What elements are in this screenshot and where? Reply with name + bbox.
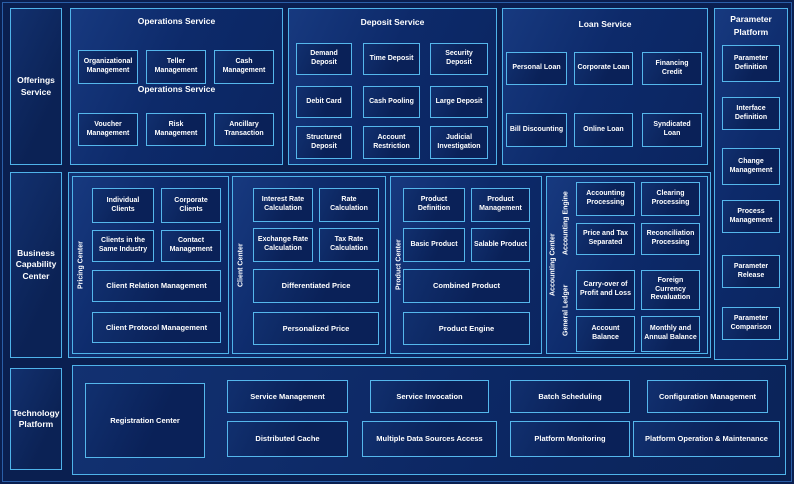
box-teller-management: Teller Management	[146, 50, 206, 84]
box-personal-loan: Personal Loan	[506, 52, 567, 85]
box-syndicated-loan: Syndicated Loan	[642, 113, 702, 147]
box-distributed-cache: Distributed Cache	[227, 421, 348, 457]
box-financing-credit: Financing Credit	[642, 52, 702, 85]
box-product-engine: Product Engine	[403, 312, 530, 345]
loan-service-title: Loan Service	[578, 19, 632, 29]
box-client-relation-management: Client Relation Management	[92, 270, 221, 302]
box-change-management: Change Management	[722, 148, 780, 185]
box-personalized-price: Personalized Price	[253, 312, 379, 345]
box-ancillary-transaction: Ancillary Transaction	[214, 113, 274, 146]
box-online-loan: Online Loan	[574, 113, 633, 147]
box-cash-pooling: Cash Pooling	[363, 86, 420, 118]
parameter-platform-title: Parameter Platform	[730, 14, 772, 37]
box-debit-card: Debit Card	[296, 86, 352, 118]
box-price-and-tax-separated: Price and Tax Separated	[576, 223, 635, 255]
accounting-engine-label: Accounting Engine	[562, 191, 570, 255]
box-monthly-annual-balance: Monthly and Annual Balance	[641, 316, 700, 352]
box-batch-scheduling: Batch Scheduling	[510, 380, 630, 413]
box-basic-product: Basic Product	[403, 228, 465, 262]
box-clearing-processing: Clearing Processing	[641, 182, 700, 216]
box-interest-rate-calculation: Interest Rate Calculation	[253, 188, 313, 222]
box-parameter-comparison: Parameter Comparison	[722, 307, 780, 340]
box-security-deposit: Security Deposit	[430, 43, 488, 75]
box-structured-deposit: Structured Deposit	[296, 126, 352, 159]
box-tax-rate-calculation: Tax Rate Calculation	[319, 228, 379, 262]
box-accounting-processing: Accounting Processing	[576, 182, 635, 216]
box-platform-monitoring: Platform Monitoring	[510, 421, 630, 457]
box-interface-definition: Interface Definition	[722, 97, 780, 130]
box-multiple-data-sources-access: Multiple Data Sources Access	[362, 421, 497, 457]
box-cash-management: Cash Management	[214, 50, 274, 84]
box-voucher-management: Voucher Management	[78, 113, 138, 146]
box-judicial-investigation: Judicial Investigation	[430, 126, 488, 159]
box-bill-discounting: Bill Discounting	[506, 113, 567, 147]
box-account-restriction: Account Restriction	[363, 126, 420, 159]
rail-technology-platform: Technology Platform	[10, 368, 62, 470]
box-exchange-rate-calculation: Exchange Rate Calculation	[253, 228, 313, 262]
box-demand-deposit: Demand Deposit	[296, 43, 352, 75]
box-process-management: Process Management	[722, 200, 780, 233]
box-platform-operation-maintenance: Platform Operation & Maintenance	[633, 421, 780, 457]
box-differentiated-price: Differentiated Price	[253, 269, 379, 303]
box-rate-calculation: Rate Calculation	[319, 188, 379, 222]
box-service-management: Service Management	[227, 380, 348, 413]
box-clients-same-industry: Clients in the Same Industry	[92, 230, 154, 262]
box-account-balance: Account Balance	[576, 316, 635, 352]
box-parameter-release: Parameter Release	[722, 255, 780, 288]
box-risk-management: Risk Management	[146, 113, 206, 146]
box-large-deposit: Large Deposit	[430, 86, 488, 118]
box-product-management: Product Management	[471, 188, 530, 222]
rail-business-capability-center: Business Capability Center	[10, 172, 62, 358]
box-registration-center: Registration Center	[85, 383, 205, 458]
rail-offerings-service: Offerings Service	[10, 8, 62, 165]
operations-service-subtitle: Operations Service	[137, 84, 216, 94]
operations-service-title: Operations Service	[137, 16, 216, 26]
box-combined-product: Combined Product	[403, 269, 530, 303]
client-center-label: Client Center	[237, 243, 245, 287]
box-time-deposit: Time Deposit	[363, 43, 420, 75]
box-product-definition: Product Definition	[403, 188, 465, 222]
box-carry-over-profit-loss: Carry-over of Profit and Loss	[576, 270, 635, 310]
box-salable-product: Salable Product	[471, 228, 530, 262]
box-reconciliation-processing: Reconciliation Processing	[641, 223, 700, 255]
box-client-protocol-management: Client Protocol Management	[92, 312, 221, 343]
accounting-center-label: Accounting Center	[549, 233, 557, 297]
box-corporate-clients: Corporate Clients	[161, 188, 221, 223]
box-individual-clients: Individual Clients	[92, 188, 154, 223]
box-service-invocation: Service Invocation	[370, 380, 489, 413]
box-foreign-currency-revaluation: Foreign Currency Revaluation	[641, 270, 700, 310]
deposit-service-title: Deposit Service	[360, 17, 425, 27]
box-organizational-management: Organizational Management	[78, 50, 138, 84]
box-parameter-definition: Parameter Definition	[722, 45, 780, 82]
box-contact-management: Contact Management	[161, 230, 221, 262]
general-ledger-label: General Ledger	[562, 284, 570, 336]
pricing-center-label: Pricing Center	[77, 241, 85, 289]
box-corporate-loan: Corporate Loan	[574, 52, 633, 85]
box-configuration-management: Configuration Management	[647, 380, 768, 413]
